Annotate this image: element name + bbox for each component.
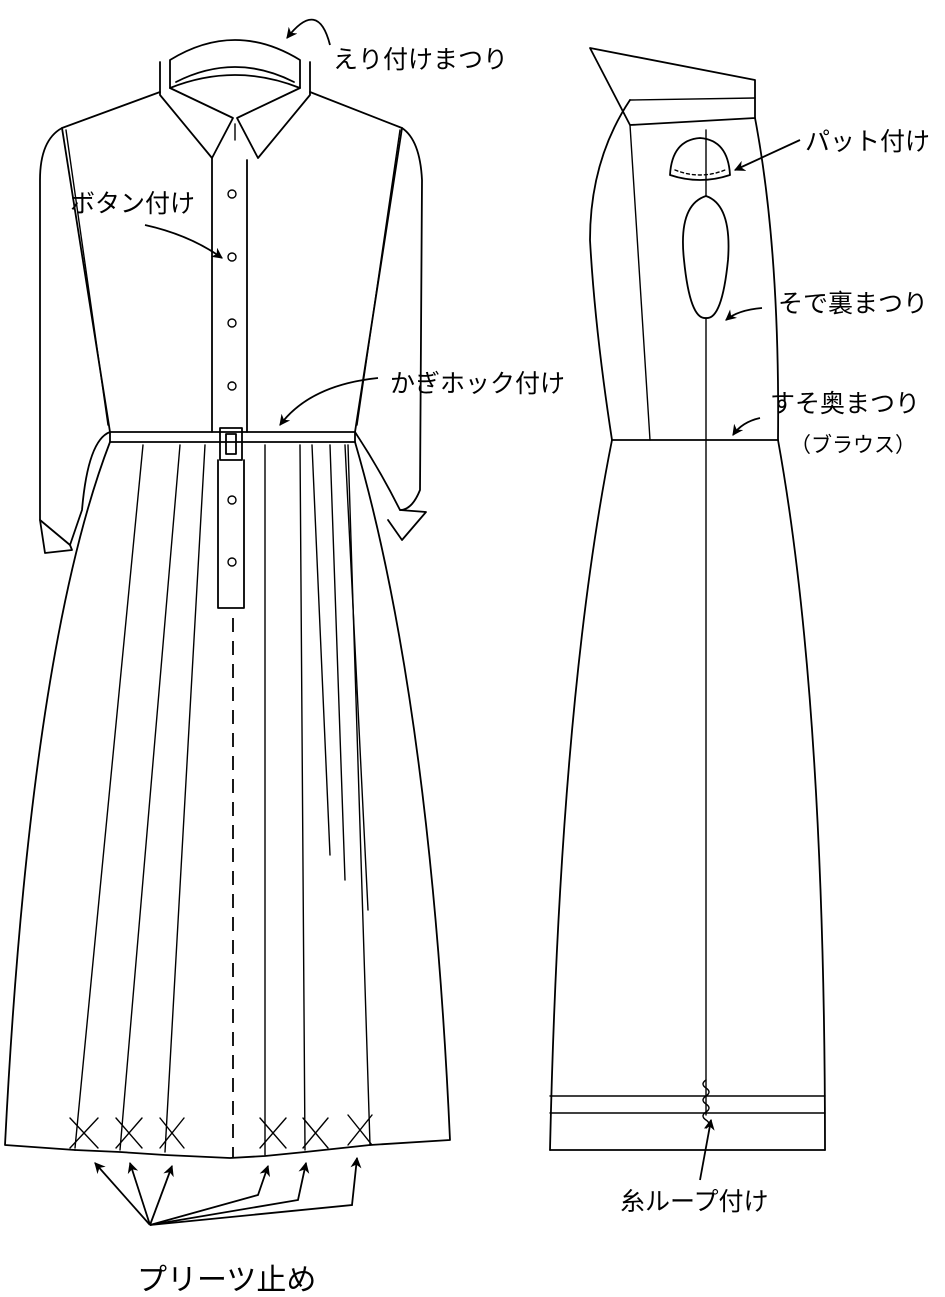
pleat-line-5 <box>299 444 306 1151</box>
arrow-button <box>144 224 223 259</box>
right-sleeve <box>354 127 423 511</box>
arrow-pad <box>734 139 801 171</box>
arrow-hook <box>279 377 379 426</box>
skirt-inside-left <box>549 439 613 1151</box>
label-blouse: （ブラウス） <box>790 433 916 457</box>
belt-buckle-outer <box>219 427 243 461</box>
skirt-left-edge <box>4 441 111 1151</box>
right-sleeve-seam <box>356 129 401 426</box>
collar-right-point <box>236 61 311 159</box>
button-5 <box>227 495 237 505</box>
label-hem-inner: すそ奥まつり <box>770 389 920 418</box>
belt <box>109 431 356 443</box>
label-pad: パット付け <box>805 127 930 156</box>
button-3 <box>227 318 237 328</box>
shoulder-pad-stitch <box>674 169 726 176</box>
arrow-pleat-3 <box>149 1164 174 1226</box>
arrow-sleeve-lining <box>725 307 763 321</box>
skirt-placket <box>217 459 245 609</box>
bodice-left-side <box>61 91 161 433</box>
arrow-pleat-5 <box>149 1161 310 1226</box>
pleat-line-8 <box>344 444 369 911</box>
arrow-thread-loop <box>699 1118 715 1181</box>
pleat-x-marks <box>69 1114 373 1149</box>
button-2 <box>227 252 237 262</box>
annotation-arrows <box>94 18 801 1226</box>
shoulder-top <box>589 47 756 126</box>
right-cuff <box>387 509 427 541</box>
button-6 <box>227 557 237 567</box>
blouse-left-edge <box>589 99 631 441</box>
arrow-pleat-2 <box>127 1161 151 1226</box>
pleat-line-9 <box>347 444 371 1146</box>
skirt-inside-right <box>777 439 826 1151</box>
collar-inner-curve <box>175 66 295 83</box>
pleat-line-7 <box>329 444 346 881</box>
dress-inside-drawing <box>549 47 826 1151</box>
label-hook: かぎホック付け <box>390 369 565 398</box>
arrow-hem-inner <box>732 417 761 436</box>
arrow-pleat-4 <box>149 1164 270 1226</box>
arrow-pleat-1 <box>94 1162 151 1226</box>
left-sleeve <box>39 127 111 546</box>
thread-loop-chain <box>702 1079 710 1129</box>
skirt-hem <box>74 1144 371 1159</box>
label-pleat: プリーツ止め <box>137 1263 316 1297</box>
skirt-right-edge <box>354 441 451 1146</box>
arrow-collar <box>286 18 331 46</box>
label-thread-loop: 糸ループ付け <box>620 1187 769 1216</box>
collar-stand <box>169 39 301 89</box>
pleat-line-1 <box>74 444 144 1149</box>
left-sleeve-seam <box>65 129 109 426</box>
dress-front-drawing <box>4 39 451 1159</box>
left-cuff <box>39 519 73 554</box>
button-4 <box>227 381 237 391</box>
pleat-line-2 <box>119 444 181 1151</box>
belt-buckle-inner <box>225 433 237 455</box>
label-button: ボタン付け <box>70 189 195 218</box>
blouse-princess-seam <box>629 124 651 441</box>
pleat-line-6 <box>311 444 331 856</box>
pleat-line-3 <box>164 444 206 1153</box>
button-1 <box>227 189 237 199</box>
blouse-right-edge <box>754 117 780 441</box>
shoulder-band <box>629 97 756 101</box>
sleeve-lining <box>682 195 730 319</box>
label-sleeve-lining: そで裏まつり <box>778 289 928 318</box>
label-collar: えり付けまつり <box>333 45 508 74</box>
shoulder-pad <box>669 137 731 181</box>
arrow-pleat-6 <box>149 1156 362 1226</box>
